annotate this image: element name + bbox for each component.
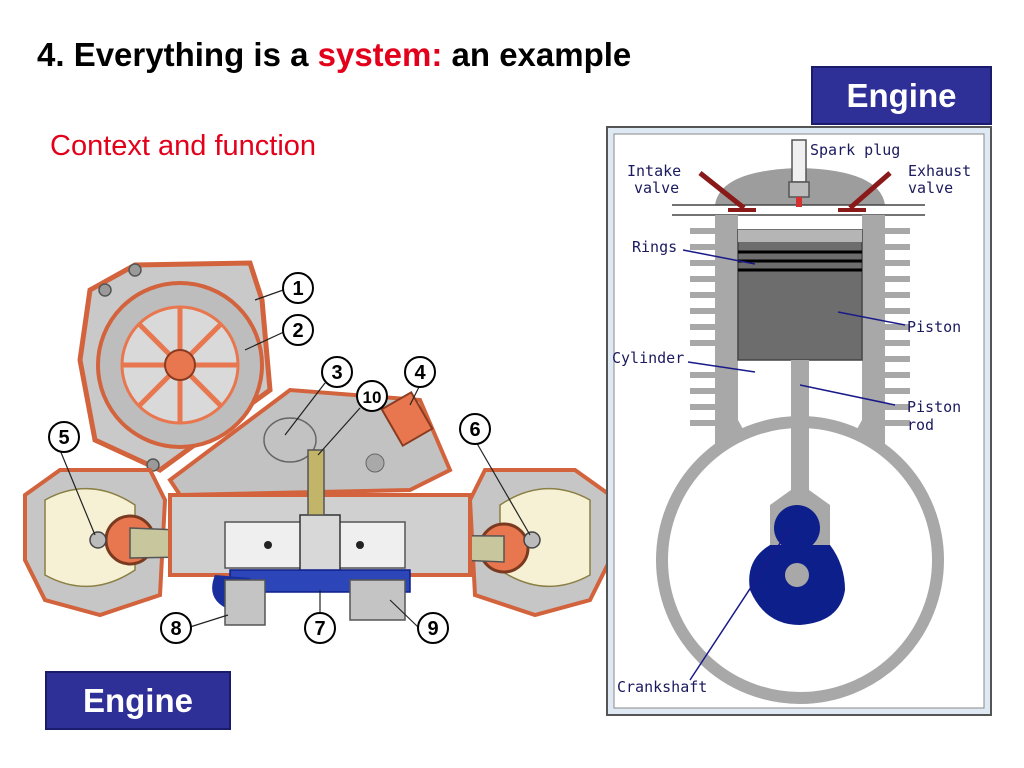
callout-5: 5 (48, 421, 80, 453)
camshaft-gear (212, 569, 411, 626)
title-suffix: an example (442, 36, 632, 73)
spark-plug (788, 139, 810, 207)
piston (737, 229, 863, 361)
piston-diagram: Spark plug Intake valve Exhaust valve Ri… (606, 126, 992, 716)
engine-tag-bottom: Engine (45, 671, 231, 730)
intake-valve (698, 171, 756, 212)
label-intake-2: valve (634, 179, 679, 197)
callout-9: 9 (417, 612, 449, 644)
label-exhaust-1: Exhaust (908, 162, 971, 180)
svg-text:7: 7 (314, 618, 325, 640)
svg-text:10: 10 (363, 388, 382, 407)
label-intake-1: Intake (627, 162, 681, 180)
callout-3: 3 (321, 356, 353, 388)
boxer-engine-diagram: 1 2 3 10 4 5 6 8 7 9 (23, 260, 612, 644)
slide-title: 4. Everything is a system: an example (37, 36, 631, 74)
label-piston-rod-2: rod (907, 416, 934, 434)
piston-leader-lines (682, 249, 906, 681)
svg-text:6: 6 (469, 419, 480, 441)
crankshaft (749, 505, 845, 625)
callout-2: 2 (282, 314, 314, 346)
svg-text:1: 1 (292, 278, 303, 300)
label-piston: Piston (907, 318, 961, 336)
callout-8: 8 (160, 612, 192, 644)
callout-10: 10 (356, 380, 388, 412)
title-highlight: system: (317, 36, 443, 73)
svg-text:4: 4 (414, 362, 426, 384)
svg-text:9: 9 (427, 618, 438, 640)
leader-lines (59, 288, 531, 628)
engine-tag-top: Engine (811, 66, 992, 125)
svg-text:3: 3 (331, 362, 342, 384)
svg-text:8: 8 (170, 618, 181, 640)
title-prefix: 4. Everything is a (37, 36, 318, 73)
label-piston-rod-1: Piston (907, 398, 961, 416)
callout-7: 7 (304, 612, 336, 644)
callout-6: 6 (459, 413, 491, 445)
left-cylinder-head (23, 468, 168, 618)
label-spark-plug: Spark plug (810, 141, 900, 159)
label-rings: Rings (632, 238, 677, 256)
callout-4: 4 (404, 356, 436, 388)
exhaust-valve (838, 171, 892, 212)
callout-1: 1 (282, 272, 314, 304)
svg-text:2: 2 (292, 320, 303, 342)
slide-subtitle: Context and function (50, 130, 317, 162)
svg-text:5: 5 (58, 427, 69, 449)
label-exhaust-2: valve (908, 179, 953, 197)
label-cylinder: Cylinder (612, 349, 684, 367)
label-crankshaft: Crankshaft (617, 678, 707, 696)
